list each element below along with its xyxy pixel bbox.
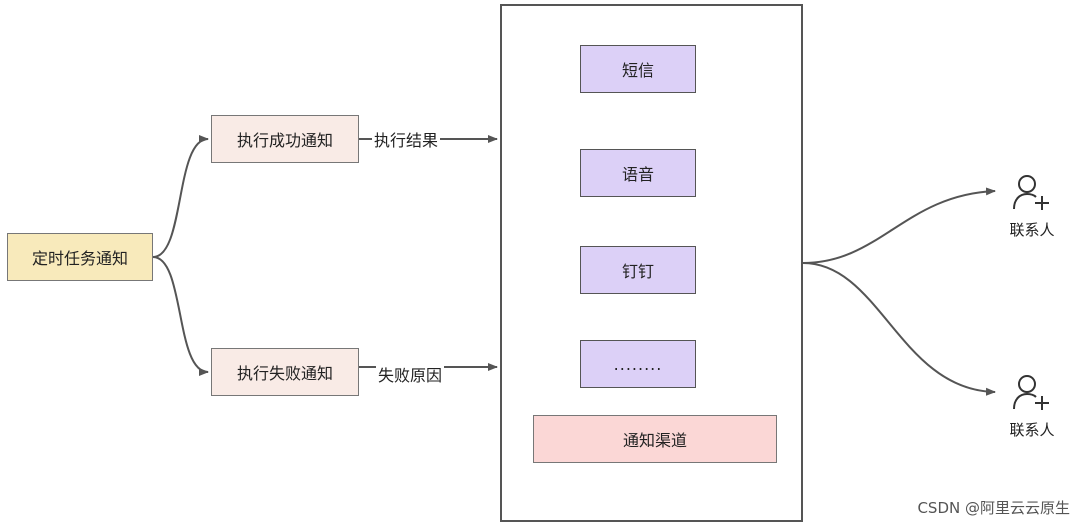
success-edge-label: 执行结果 (372, 127, 441, 151)
edge-channels-to-contact-1 (802, 187, 996, 264)
failure-edge-label: 失败原因 (376, 362, 445, 386)
contact-2: 联系人 (997, 373, 1067, 440)
edge-root-to-success (152, 135, 209, 258)
channel-dingtalk: 钉钉 (580, 246, 696, 294)
contact-1: 联系人 (997, 173, 1067, 240)
channels-title: 通知渠道 (533, 415, 777, 463)
channel-sms: 短信 (580, 45, 696, 93)
contact-label: 联系人 (1009, 221, 1055, 239)
success-notification-node: 执行成功通知 (211, 115, 359, 163)
channel-voice: 语音 (580, 149, 696, 197)
contact-label: 联系人 (1009, 421, 1055, 439)
add-person-icon (1013, 375, 1049, 410)
watermark: CSDN @阿里云云原生 (917, 499, 1070, 517)
failure-notification-node: 执行失败通知 (211, 348, 359, 396)
root-node: 定时任务通知 (7, 233, 153, 281)
channel-more: ........ (580, 340, 696, 388)
edge-channels-to-contact-2 (802, 262, 996, 396)
add-person-icon (1013, 175, 1049, 210)
edge-root-to-failure (152, 256, 209, 376)
